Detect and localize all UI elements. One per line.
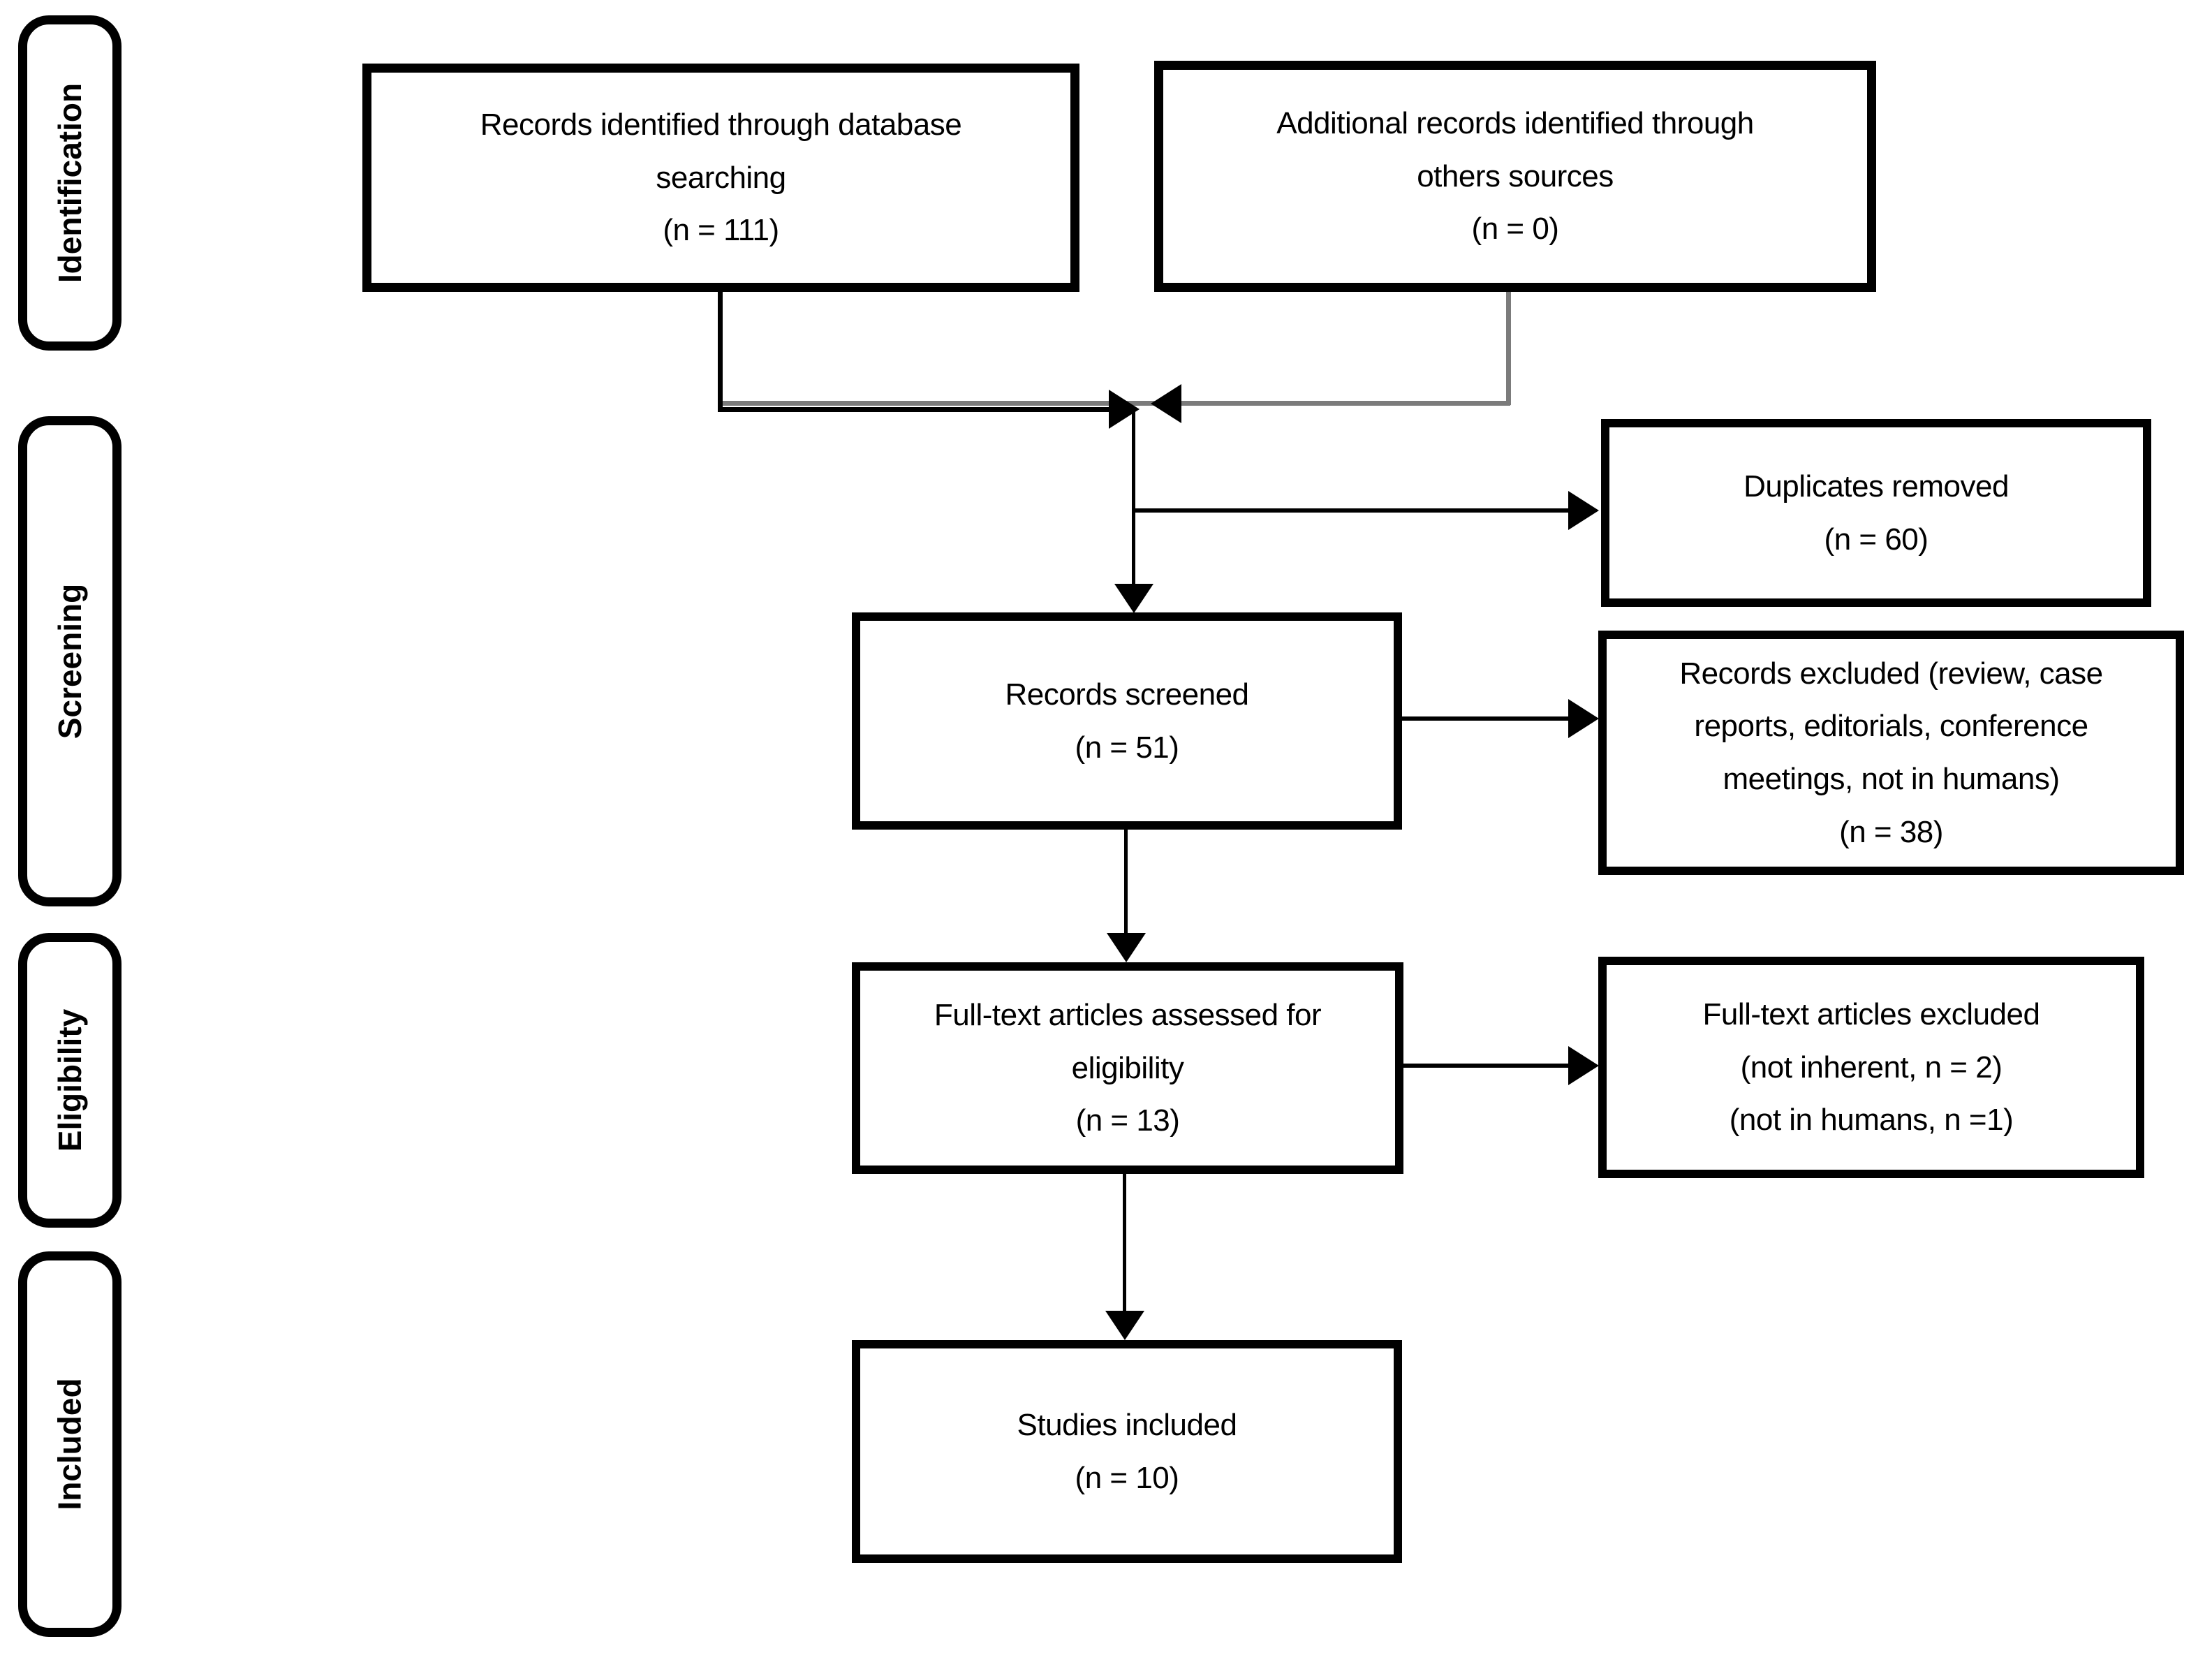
stage-eligibility-label: Eligibility — [52, 1008, 88, 1152]
connector-fulltext-to-excluded — [1403, 1064, 1568, 1068]
stage-included: Included — [18, 1251, 121, 1637]
box-duplicates-removed-text: Duplicates removed (n = 60) — [1743, 469, 2009, 557]
box-fulltext-assessed-text: Full-text articles assessed for eligibil… — [934, 997, 1322, 1138]
connector-screened-to-fulltext — [1124, 830, 1128, 936]
connector-identified-down — [718, 292, 723, 411]
box-studies-included-text: Studies included (n = 10) — [1017, 1407, 1237, 1495]
box-records-screened-text: Records screened (n = 51) — [1005, 677, 1249, 765]
box-records-excluded: Records excluded (review, case reports, … — [1598, 631, 2184, 875]
arrowhead-records-excluded-icon — [1568, 699, 1599, 738]
connector-merge-to-screened — [1132, 412, 1135, 588]
box-additional-records-text: Additional records identified through ot… — [1276, 105, 1754, 247]
connector-additional-down — [1506, 292, 1511, 405]
stage-included-label: Included — [52, 1378, 88, 1510]
box-records-identified: Records identified through database sear… — [362, 64, 1079, 292]
box-records-identified-text: Records identified through database sear… — [480, 107, 962, 248]
arrowhead-fulltext-down-icon — [1107, 933, 1146, 962]
box-fulltext-excluded-text: Full-text articles excluded (not inheren… — [1702, 997, 2040, 1138]
stage-identification: Identification — [18, 15, 121, 351]
connector-identified-horizontal — [718, 407, 1109, 412]
arrowhead-included-down-icon — [1105, 1311, 1144, 1340]
arrowhead-merge-left-icon — [1151, 384, 1181, 423]
connector-to-duplicates — [1133, 508, 1568, 513]
box-duplicates-removed: Duplicates removed (n = 60) — [1601, 419, 2151, 607]
arrowhead-fulltext-excluded-icon — [1568, 1046, 1599, 1085]
box-records-screened: Records screened (n = 51) — [852, 612, 1402, 830]
arrowhead-duplicates-icon — [1568, 491, 1599, 530]
box-studies-included: Studies included (n = 10) — [852, 1340, 1402, 1563]
connector-screened-to-excluded — [1402, 716, 1568, 721]
stage-eligibility: Eligibility — [18, 933, 121, 1228]
box-fulltext-excluded: Full-text articles excluded (not inheren… — [1598, 957, 2144, 1178]
stage-identification-label: Identification — [52, 82, 89, 284]
box-additional-records: Additional records identified through ot… — [1154, 61, 1876, 292]
stage-screening: Screening — [18, 416, 121, 906]
arrowhead-screened-down-icon — [1114, 584, 1153, 613]
box-fulltext-assessed: Full-text articles assessed for eligibil… — [852, 962, 1403, 1174]
box-records-excluded-text: Records excluded (review, case reports, … — [1679, 656, 2103, 849]
stage-screening-label: Screening — [52, 583, 89, 740]
connector-fulltext-to-included — [1123, 1174, 1126, 1312]
